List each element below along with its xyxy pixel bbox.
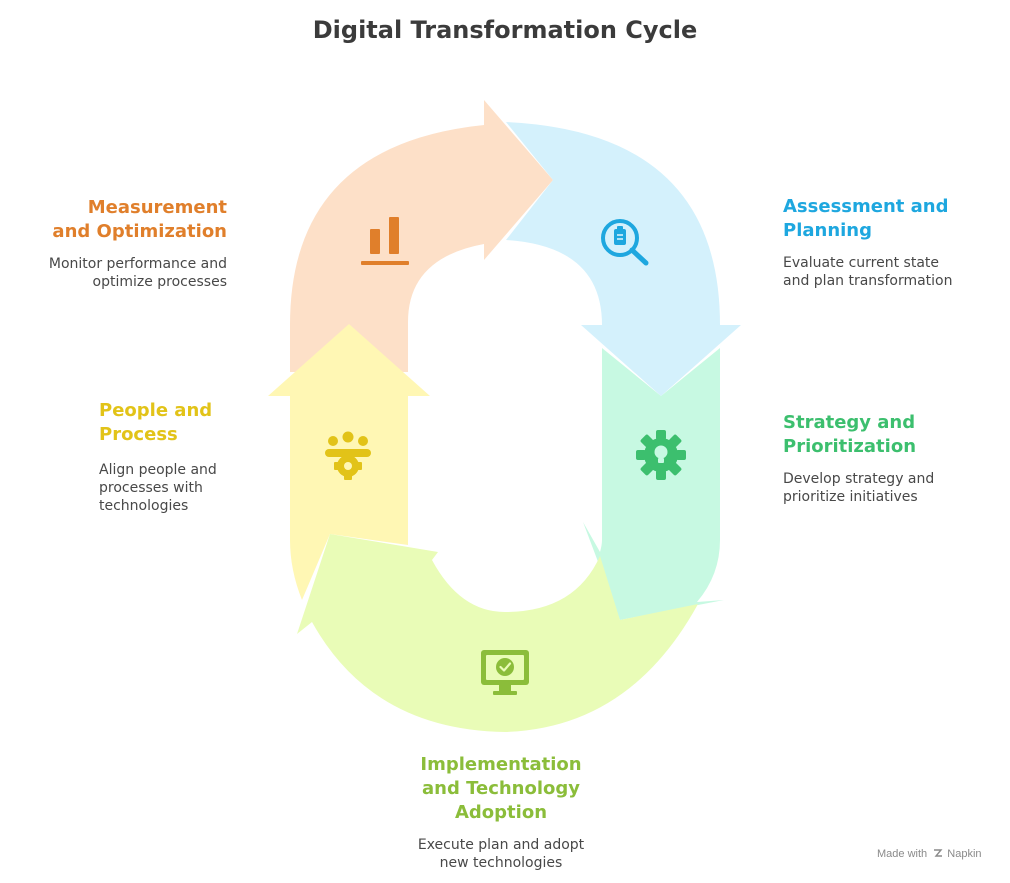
measurement-desc-line: optimize processes <box>92 274 227 290</box>
implementation-title-line: and Technology <box>421 778 581 799</box>
assessment-description: Evaluate current state and plan transfor… <box>783 254 993 290</box>
measurement-description: Monitor performance and optimize process… <box>20 255 227 291</box>
monitor-check-icon <box>481 650 529 695</box>
measurement-title-line: Measurement <box>87 197 227 218</box>
implementation-desc-line: Execute plan and adopt <box>417 837 585 853</box>
strategy-desc-line: Develop strategy and <box>783 471 935 487</box>
measurement-title-line: and Optimization <box>52 221 227 242</box>
implementation-description: Execute plan and adopt new technologies <box>381 836 621 872</box>
diagram-title: Digital Transformation Cycle <box>312 16 698 44</box>
people-title: People and Process <box>99 399 249 447</box>
people-description: Align people and processes with technolo… <box>99 461 259 515</box>
strategy-title-line: Strategy and <box>783 412 916 433</box>
people-desc-line: Align people and <box>99 462 217 478</box>
napkin-logo-icon <box>934 849 943 857</box>
implementation-arrow <box>297 534 698 732</box>
napkin-brand-text: Napkin <box>947 848 982 860</box>
magnifier-clipboard-icon <box>601 219 649 266</box>
strategy-description: Develop strategy and prioritize initiati… <box>783 470 993 506</box>
assessment-desc-line: and plan transformation <box>783 273 953 289</box>
strategy-arrow <box>583 348 724 620</box>
made-with-text: Made with <box>877 848 928 860</box>
made-with-napkin[interactable]: Made with Napkin <box>877 848 982 860</box>
assessment-title: Assessment and Planning <box>783 195 988 243</box>
assessment-arrow <box>506 122 741 396</box>
people-desc-line: processes with <box>99 480 203 496</box>
implementation-title: Implementation and Technology Adoption <box>381 753 621 825</box>
gear-bulb-icon <box>636 430 686 480</box>
implementation-title-line: Adoption <box>454 802 548 823</box>
strategy-title-line: Prioritization <box>783 436 917 457</box>
assessment-title-line: Planning <box>783 220 873 241</box>
people-desc-line: technologies <box>99 498 189 514</box>
assessment-desc-line: Evaluate current state <box>783 255 940 271</box>
measurement-desc-line: Monitor performance and <box>48 256 227 272</box>
people-title-line: People and <box>99 400 213 421</box>
assessment-title-line: Assessment and <box>783 196 949 217</box>
measurement-arrow <box>290 100 553 372</box>
measurement-title: Measurement and Optimization <box>30 196 227 244</box>
implementation-title-line: Implementation <box>420 754 582 775</box>
strategy-title: Strategy and Prioritization <box>783 411 988 459</box>
team-gear-icon <box>325 431 371 480</box>
implementation-desc-line: new technologies <box>439 855 563 871</box>
strategy-desc-line: prioritize initiatives <box>783 489 918 505</box>
people-title-line: Process <box>99 424 178 445</box>
bar-chart-icon <box>361 217 409 265</box>
